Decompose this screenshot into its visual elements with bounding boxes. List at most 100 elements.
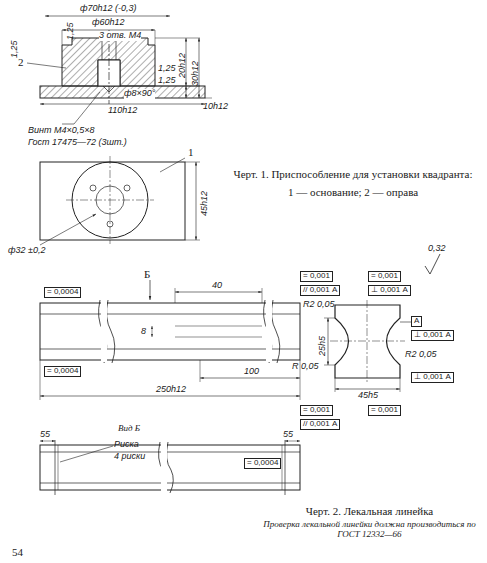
- drawing-stroke: [55, 440, 56, 495]
- drawing-stroke: [264, 300, 280, 363]
- page-number: 54: [12, 546, 23, 558]
- drawing-stroke: [200, 360, 201, 382]
- drawing-stroke: [40, 483, 300, 484]
- dimension: 1,25: [158, 64, 176, 74]
- dimension: 1,25: [66, 22, 76, 40]
- drawing-stroke: [40, 445, 300, 490]
- tolerance-frame: // 0,001 А: [300, 419, 340, 430]
- dimension: ф60h12: [92, 18, 125, 28]
- drawing-stroke: [425, 254, 440, 274]
- callout-number: 1: [188, 146, 194, 158]
- drawing-stroke: [335, 389, 400, 390]
- drawing-stroke: [40, 314, 300, 315]
- drawing-stroke: [161, 443, 167, 493]
- drawing-stroke: [196, 162, 197, 240]
- dimension: 55: [283, 430, 293, 440]
- hole-note: 3 отв. М4: [99, 31, 141, 41]
- drawing-stroke: [262, 288, 263, 303]
- datum-frame: А: [411, 316, 422, 327]
- drawing-stroke: [175, 337, 262, 338]
- drawing-stroke: [40, 303, 300, 360]
- drawing-stroke: [27, 63, 66, 68]
- drawing-stroke: [40, 104, 205, 105]
- drawing-stroke: [110, 156, 111, 244]
- dimension: 8: [141, 327, 146, 337]
- drawing-stroke: [160, 158, 185, 172]
- drawing-stroke: [150, 280, 151, 300]
- drawing-stroke: [155, 30, 156, 45]
- drawing-stroke: [330, 341, 405, 342]
- drawing-stroke: [152, 326, 153, 337]
- drawing-stroke: [175, 288, 176, 303]
- drawing-stroke: [60, 446, 113, 462]
- radius-note: R2 0,05: [405, 350, 437, 360]
- drawing-stroke: [324, 365, 335, 366]
- drawing-stroke: [285, 441, 300, 442]
- drawing-stroke: [40, 349, 300, 350]
- drawing-stroke: [124, 185, 130, 191]
- callout-number: 2: [18, 56, 24, 68]
- tolerance-frame: // 0,001 А: [300, 285, 340, 296]
- drawing-stroke: [200, 378, 300, 379]
- tolerance-frame: ⊥ 0,001 А: [411, 372, 454, 383]
- drawing-stroke: [62, 124, 74, 125]
- dimension: 1,25: [10, 40, 20, 58]
- caption-legend: 1 — основание; 2 — оправа: [228, 186, 478, 198]
- standard-note: Гост 17475—72 (3шт.): [28, 138, 127, 148]
- dimension: 55: [40, 430, 50, 440]
- figure-caption: Черт. 1. Приспособление для установки кв…: [228, 168, 478, 180]
- drawing-stroke: [62, 38, 155, 86]
- dimension: 20h12: [178, 53, 188, 78]
- leader-note: 4 риски: [114, 452, 145, 462]
- tolerance-frame: = 0,001: [300, 405, 333, 416]
- drawing-stroke: [266, 301, 272, 362]
- drawing-stroke: [74, 92, 100, 124]
- dimension: 45h12: [200, 191, 210, 216]
- drawing-stroke: [40, 452, 300, 453]
- drawing-stroke: [40, 162, 185, 240]
- drawing-stroke: [58, 445, 59, 490]
- dimension: 45h5: [358, 391, 378, 401]
- dimension: 110h12: [108, 106, 137, 116]
- drawing-stroke: [400, 322, 411, 323]
- drawing-stroke: [175, 326, 262, 327]
- drawing-stroke: [40, 86, 205, 98]
- drawing-stroke: [175, 292, 262, 293]
- drawing-stroke: [27, 16, 440, 495]
- drawing-stroke: [185, 240, 200, 241]
- dimension: 40: [212, 281, 222, 291]
- drawing-stroke: [159, 442, 174, 493]
- drawing-stroke: [40, 441, 55, 442]
- dimension: 25h5: [318, 336, 328, 356]
- drawing-stroke: [101, 301, 107, 362]
- dimension: ф32 ±0,2: [8, 246, 45, 256]
- dimension: 250h12: [156, 385, 186, 395]
- leader-note: Риска: [114, 440, 139, 450]
- drawing-stroke: [324, 318, 335, 319]
- radius-note: R2 0,05: [303, 300, 335, 310]
- drawing-stroke: [155, 38, 200, 39]
- dimension: 30h12: [191, 61, 201, 86]
- tolerance-frame: ⊥ 0,001 А: [411, 330, 454, 341]
- dimension: ф70h12 (-0,3): [80, 4, 137, 14]
- drawing-stroke: [186, 86, 187, 98]
- drawing-stroke: [40, 396, 300, 397]
- drawing-stroke: [367, 300, 368, 383]
- view-letter: Б: [144, 268, 150, 280]
- drawing-stroke: [335, 305, 400, 378]
- drawing-stroke: [185, 162, 200, 163]
- drawing-stroke: [400, 378, 401, 392]
- drawing-stroke: [285, 440, 286, 495]
- drawing-stroke: [102, 38, 103, 60]
- tolerance-frame: = 0,0004: [44, 366, 81, 377]
- dimension: ф8×90°: [124, 89, 155, 99]
- drawing-stroke: [40, 360, 41, 400]
- drawing-stroke: [99, 300, 115, 363]
- drawing-stroke: [116, 38, 117, 60]
- drawing-stroke: [45, 16, 170, 17]
- dimension: 10h12: [203, 102, 228, 112]
- tolerance-frame: = 0,0004: [44, 287, 81, 298]
- drawing-stroke: [103, 86, 115, 92]
